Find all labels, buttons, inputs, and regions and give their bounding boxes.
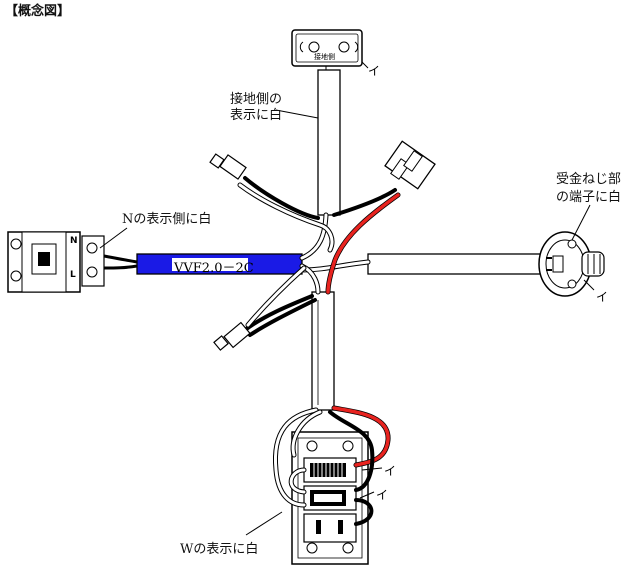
switch-device [7, 231, 138, 293]
switch-i-tag-upper: イ [384, 464, 397, 478]
blue-cable [136, 253, 303, 275]
cable-label: VVF2.0－2C [174, 261, 254, 276]
switch-l-mark: L [70, 270, 76, 280]
w-side-label: Wの表示に白 [180, 542, 259, 557]
screw-label-line1: 受金ねじ部 [556, 172, 622, 187]
cable-bottom [311, 291, 335, 411]
cable-right [367, 253, 547, 275]
receptacle [291, 29, 363, 70]
lamp-i-tag: イ [596, 290, 609, 304]
receptacle-ground-mark: 接地側 [314, 53, 335, 61]
cable-top [317, 69, 341, 216]
switch-box [291, 431, 369, 565]
ground-side-label-line1: 接地側の [230, 92, 283, 107]
receptacle-i-tag: イ [368, 64, 381, 78]
leader-lines [99, 61, 595, 536]
ground-side-label-line2: 表示に白 [230, 108, 283, 123]
switch-box-wires [272, 405, 391, 526]
connector-upper-right [384, 140, 436, 190]
figure-title: 【概念図】 [5, 4, 71, 19]
connector-lower-left [213, 321, 251, 351]
n-side-label: Nの表示側に白 [122, 212, 212, 227]
switch-i-tag-lower: イ [376, 488, 389, 502]
screw-label-line2: の端子に白 [556, 190, 622, 205]
junction-wires [237, 176, 401, 337]
lamp-holder [538, 231, 605, 297]
switch-n-mark: N [70, 236, 78, 246]
connector-upper-left [209, 153, 247, 180]
